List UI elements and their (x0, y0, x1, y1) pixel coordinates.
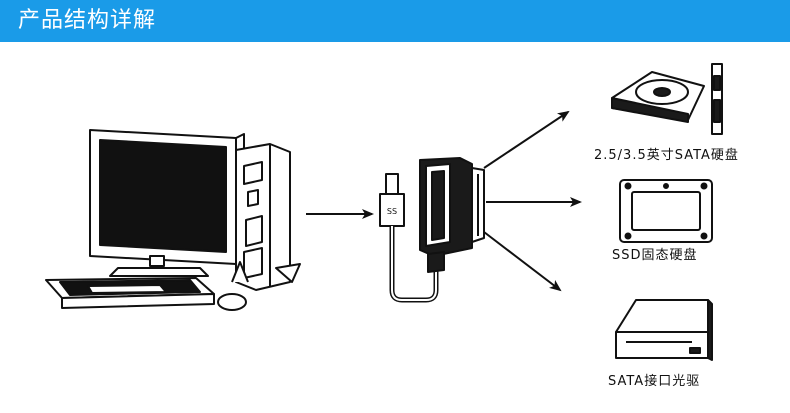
arrow-to-hdd (483, 110, 570, 169)
connection-diagram: SS (45, 63, 723, 361)
optical-drive-label: SATA接口光驱 (608, 374, 701, 389)
ssd-icon (619, 179, 713, 243)
optical-drive-icon (615, 299, 713, 361)
usb-sata-adapter-icon: SS (379, 157, 485, 303)
header-bar: 产品结构详解 (0, 0, 790, 42)
hdd-label: 2.5/3.5英寸SATA硬盘 (594, 148, 739, 163)
arrow-to-optical (483, 231, 562, 292)
ssd-label: SSD固态硬盘 (612, 248, 698, 263)
hard-drive-icon (611, 63, 723, 135)
usb-ss-text: SS (387, 207, 397, 216)
desktop-computer-icon (45, 129, 301, 311)
page-title: 产品结构详解 (18, 8, 157, 33)
